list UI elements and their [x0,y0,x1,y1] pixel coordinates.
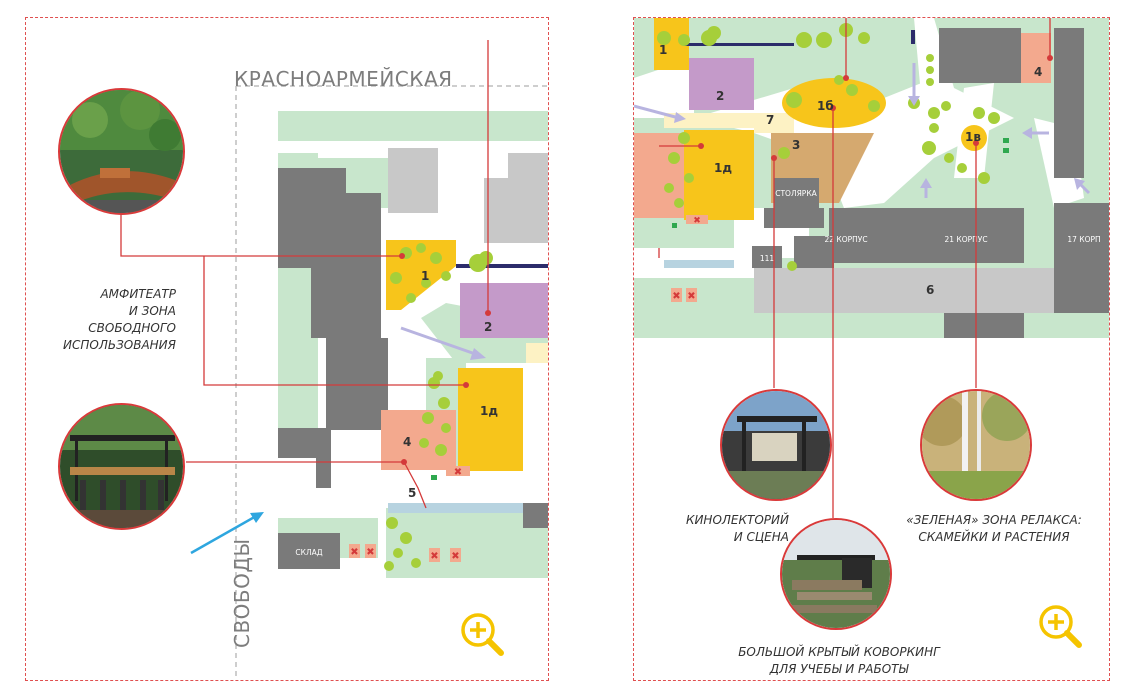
label-21-korpus: 21 КОРПУС [944,235,987,244]
zone-2-label: 2 [484,320,492,334]
zone-1d-label-r: 1д [714,161,732,175]
trees-left [384,243,493,571]
caption-green-zone: «ЗЕЛЕНАЯ» ЗОНА РЕЛАКСА: СКАМЕЙКИ И РАСТЕ… [906,513,1082,544]
zoom-in-icon[interactable] [460,612,506,658]
right-map-svg: СТОЛЯРКА 22 КОРПУС 21 КОРПУС 17 КОРП 111… [634,18,1109,518]
building-sklad [278,533,340,569]
caption-cinema: КИНОЛЕКТОРИЙ И СЦЕНА [685,513,789,544]
svg-text:✖: ✖ [366,547,374,558]
building-light-2 [484,178,548,243]
right-map-panel: СТОЛЯРКА 22 КОРПУС 21 КОРПУС 17 КОРП 111… [633,17,1110,681]
left-map-panel: 16 КОРПУС СКЛАД ✖ ✖ ✖ ✖ ✖ [25,17,549,681]
zone-2-area [460,283,548,338]
zone-6-area [754,268,1054,313]
svg-text:✖: ✖ [672,291,680,302]
zone-2-area-r [689,58,754,110]
zone-1d-label: 1д [480,404,498,418]
photo-cinema [720,389,832,501]
photo-coworking [780,518,892,630]
label-17-korpus: 17 КОРП [1067,235,1100,244]
building-light-1 [388,148,438,213]
zone-1b-area [782,78,886,128]
street-krasnoarmeyskaya: КРАСНОАРМЕЙСКАЯ [234,67,453,91]
left-map-svg: 16 КОРПУС СКЛАД ✖ ✖ ✖ ✖ ✖ [120,40,548,680]
caption-amphitheater: АМФИТЕАТР И ЗОНА СВОБОДНОГО ИСПОЛЬЗОВАНИ… [63,287,176,352]
zoom-in-icon[interactable] [1038,604,1084,650]
svg-text:✖: ✖ [454,467,462,478]
blue-arrow [190,513,259,555]
label-16-korpus: 16 КОРПУС [331,449,374,458]
zone-1v-label: 1в [965,130,981,144]
connector-lines-right [658,18,1051,518]
zone-1v-area [961,125,987,151]
bench-markers-sklad: ✖ ✖ ✖ ✖ [349,544,461,562]
label-sklad: СКЛАД [295,548,322,557]
caption-coworking: БОЛЬШОЙ КРЫТЫЙ КОВОРКИНГ ДЛЯ УЧЕБЫ И РАБ… [738,645,940,676]
zone-2-label-r: 2 [716,89,724,103]
zone-4-label: 4 [403,435,411,449]
zone-6-label: 6 [926,283,934,297]
zone-1-label: 1 [421,269,429,283]
zone-3-label: 3 [792,138,800,152]
label-111: 111 [760,254,775,263]
zone-1-label-r: 1 [659,43,667,57]
photo-green-zone [920,389,1032,501]
svg-text:✖: ✖ [451,551,459,562]
zone-7-label: 7 [766,113,774,127]
label-22-korpus: 22 КОРПУС [824,235,867,244]
green-strip-top [278,111,548,141]
zone-5-label: 5 [408,486,416,500]
label-stolyarka: СТОЛЯРКА [775,189,817,198]
svg-text:✖: ✖ [687,291,695,302]
svg-text:✖: ✖ [430,551,438,562]
svg-text:✖: ✖ [693,216,701,226]
zone-1b-label: 1б [817,99,834,113]
zone-1d-area-r [684,130,754,220]
svg-text:✖: ✖ [350,547,358,558]
zone-4-area [381,410,456,470]
photo-terrace [58,403,185,530]
photo-amphitheater [58,88,185,215]
building-16-korpus [278,168,388,488]
street-svobody: СВОБОДЫ [230,538,254,648]
zone-4-label-r: 4 [1034,65,1042,79]
